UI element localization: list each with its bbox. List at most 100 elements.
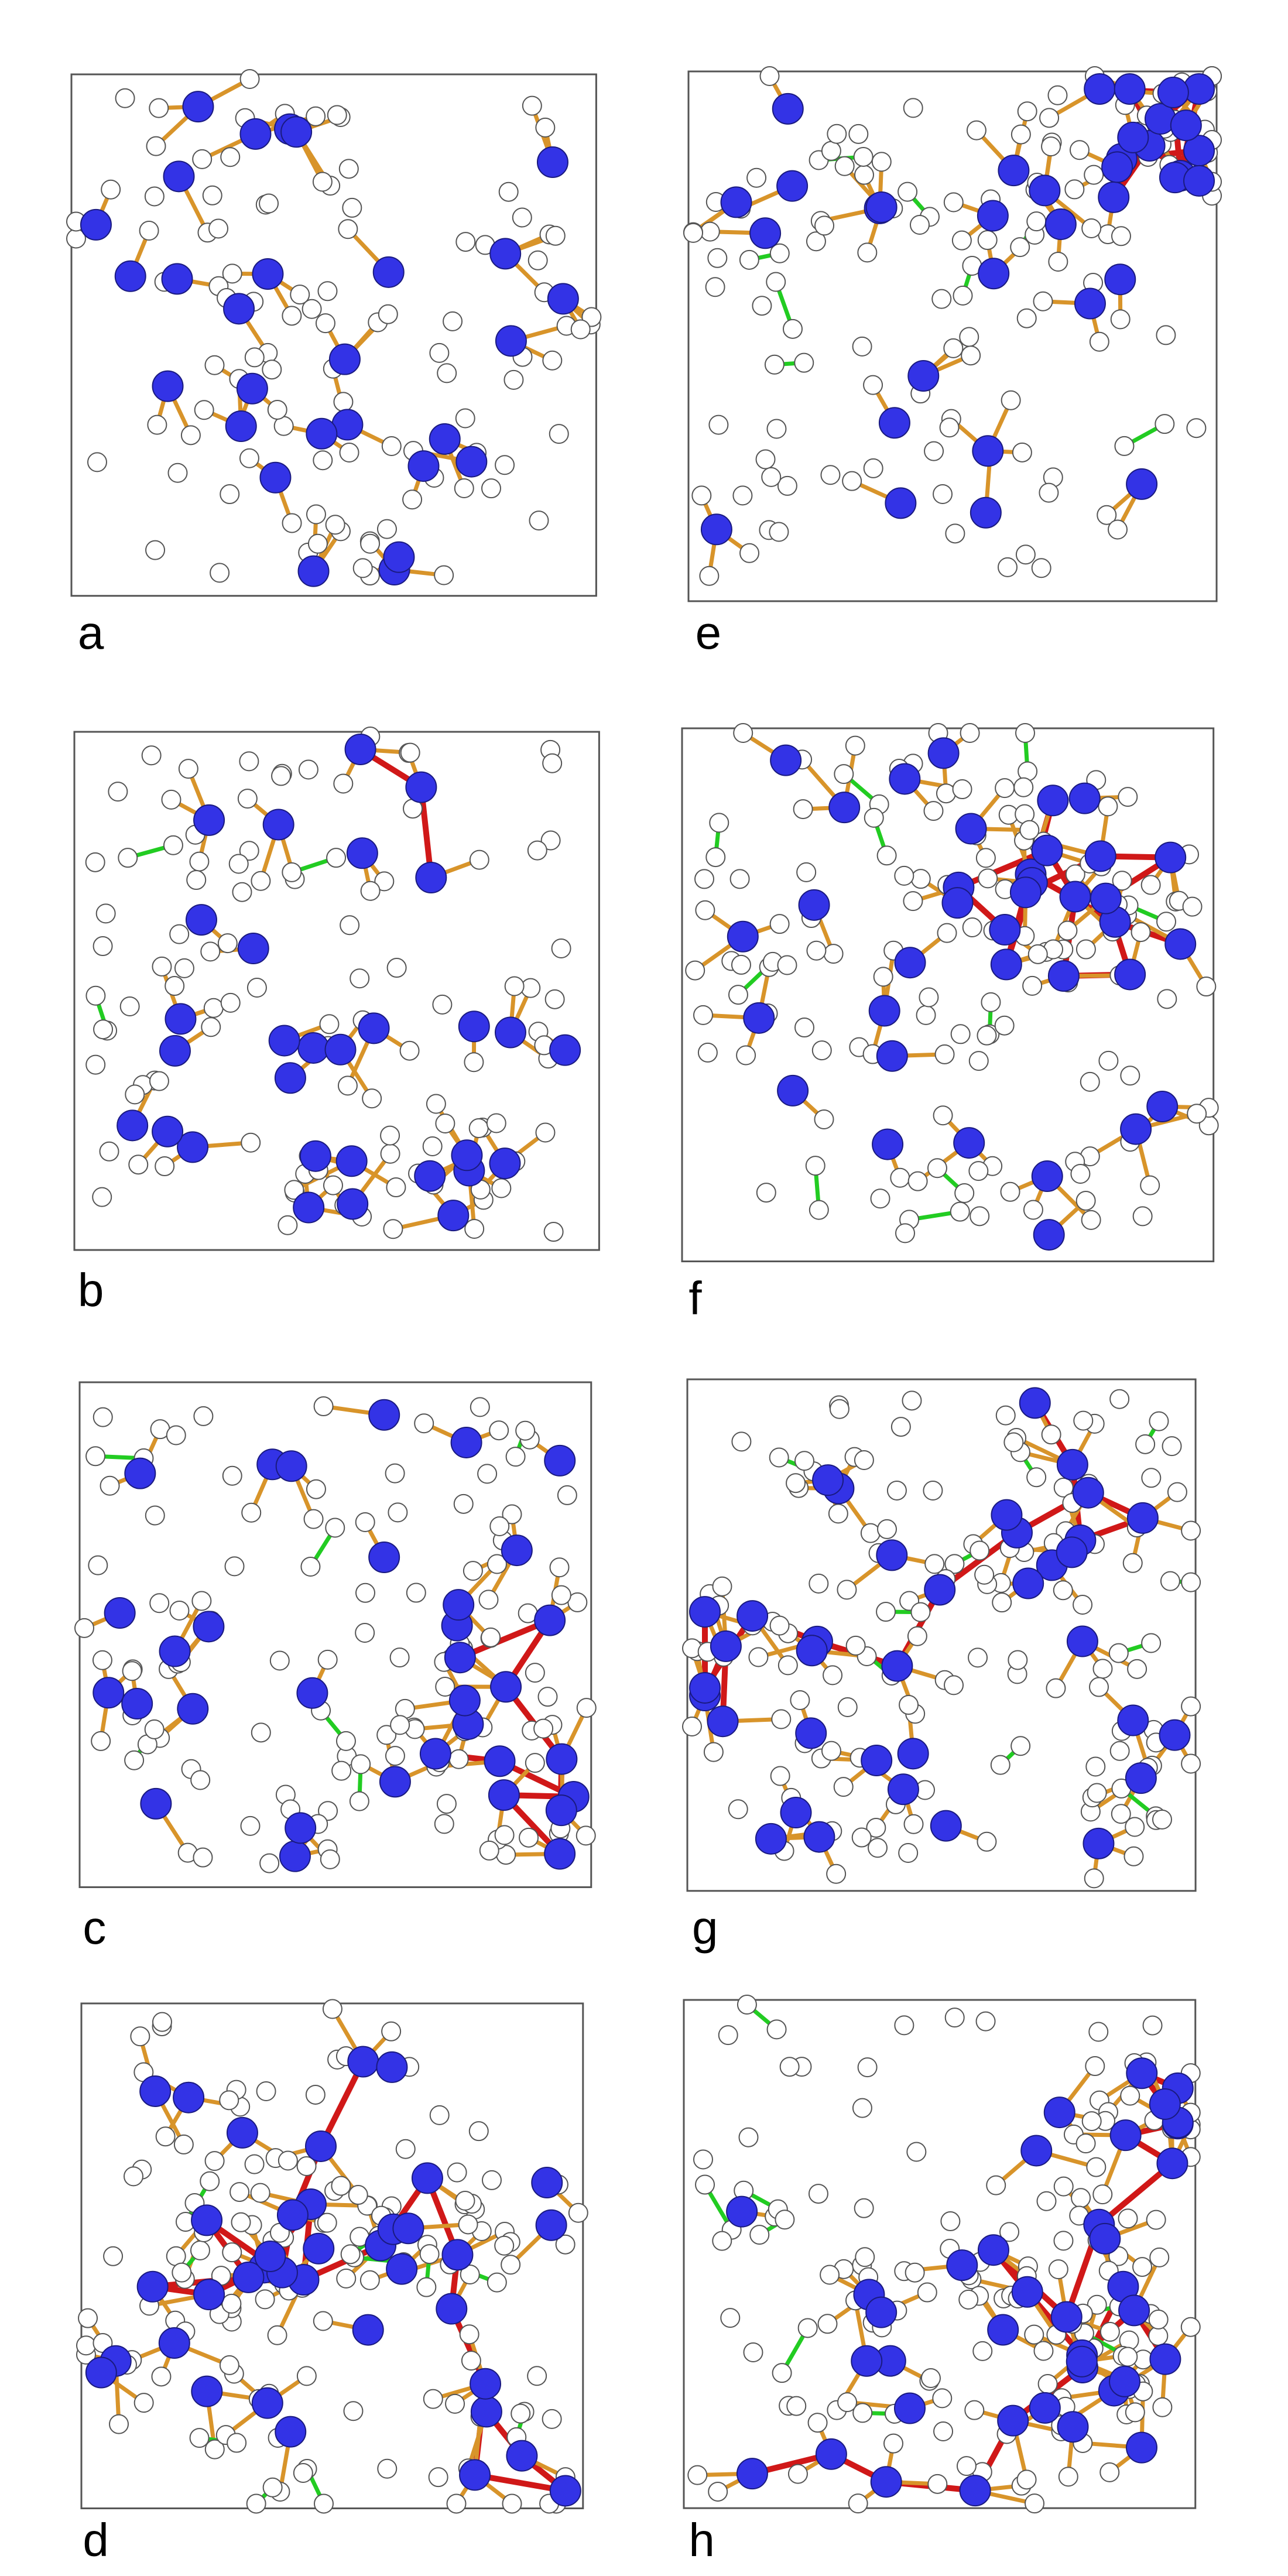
light-atom: [244, 347, 265, 368]
heavy-atom: [239, 118, 272, 150]
light-atom: [319, 1014, 340, 1034]
light-atom: [1156, 325, 1176, 345]
panel-c: [56, 1359, 615, 1910]
light-atom: [1088, 2022, 1109, 2042]
red-bond: [457, 1617, 553, 1661]
light-atom: [129, 2026, 150, 2046]
heavy-atom: [262, 809, 294, 841]
light-atom: [1084, 165, 1104, 185]
light-atom: [814, 215, 835, 236]
heavy-atom: [344, 733, 376, 765]
light-atom: [1033, 291, 1053, 311]
light-atom: [406, 1582, 426, 1603]
light-atom: [1090, 331, 1110, 352]
light-atom: [141, 745, 162, 766]
light-atom: [825, 1864, 846, 1884]
light-atom: [749, 2225, 770, 2245]
light-atom: [166, 1425, 186, 1445]
heavy-atom: [1047, 960, 1080, 992]
heavy-atom: [815, 2438, 847, 2470]
light-atom: [470, 849, 490, 870]
light-atom: [470, 1397, 490, 1417]
heavy-atom: [887, 1773, 919, 1805]
light-atom: [123, 2166, 143, 2186]
heavy-atom: [1155, 841, 1187, 873]
light-atom: [1016, 2469, 1037, 2490]
heavy-atom: [955, 813, 987, 845]
light-atom: [218, 2089, 239, 2110]
heavy-atom: [392, 2212, 424, 2244]
light-atom: [432, 994, 453, 1015]
heavy-atom: [302, 2232, 334, 2265]
light-atom: [739, 249, 760, 270]
light-atom: [1140, 1632, 1161, 1653]
light-atom: [413, 1413, 434, 1434]
light-atom: [770, 1765, 790, 1786]
light-atom: [950, 1201, 970, 1222]
heavy-atom: [545, 1794, 577, 1827]
light-atom: [489, 1516, 509, 1537]
light-atom: [1053, 1477, 1074, 1498]
heavy-atom: [275, 1450, 307, 1482]
light-atom: [1112, 871, 1132, 891]
heavy-atom: [923, 1574, 955, 1606]
heavy-atom: [1104, 263, 1136, 295]
snapshot-f: [681, 723, 1219, 1263]
light-atom: [385, 1746, 405, 1766]
light-atom: [478, 1590, 499, 1610]
light-atom: [699, 566, 720, 586]
light-atom: [219, 2355, 239, 2375]
heavy-atom: [414, 1160, 446, 1192]
light-atom: [814, 1109, 834, 1130]
heavy-atom: [1029, 2392, 1061, 2424]
light-atom: [1039, 482, 1059, 503]
light-atom: [317, 1650, 338, 1670]
light-atom: [145, 1505, 165, 1526]
light-atom: [743, 2342, 763, 2362]
light-atom: [226, 2433, 246, 2453]
heavy-atom: [736, 2458, 768, 2490]
heavy-atom: [860, 1744, 892, 1776]
light-atom: [241, 1132, 261, 1153]
light-atom: [1118, 787, 1138, 807]
light-atom: [518, 1827, 539, 1848]
light-atom: [886, 1480, 907, 1501]
heavy-atom: [165, 1003, 197, 1035]
light-atom: [787, 2464, 808, 2484]
panel-label-g: g: [692, 1901, 718, 1954]
heavy-atom: [140, 1788, 172, 1820]
light-atom: [898, 1842, 918, 1863]
light-atom: [389, 1715, 410, 1735]
light-atom: [809, 1200, 829, 1220]
light-atom: [190, 2240, 210, 2260]
light-atom: [189, 2427, 210, 2448]
light-atom: [895, 1223, 916, 1244]
heavy-atom: [1020, 2135, 1053, 2167]
light-atom: [1092, 1658, 1112, 1678]
light-atom: [794, 1018, 815, 1038]
light-atom: [535, 118, 555, 138]
heavy-atom: [865, 2296, 898, 2328]
light-atom: [805, 1156, 825, 1176]
light-atom: [313, 2493, 334, 2514]
light-atom: [376, 519, 397, 539]
light-atom: [522, 95, 542, 116]
light-atom: [487, 2272, 507, 2293]
light-atom: [835, 156, 855, 176]
light-atom: [576, 1825, 596, 1846]
light-atom: [494, 2235, 514, 2256]
light-atom: [1180, 1572, 1201, 1592]
light-atom: [1180, 1520, 1201, 1541]
light-atom: [502, 2493, 522, 2514]
light-atom: [834, 764, 854, 785]
heavy-atom: [489, 238, 521, 270]
light-atom: [1072, 1594, 1092, 1615]
light-atom: [278, 2150, 298, 2171]
heavy-atom: [770, 744, 802, 776]
light-atom: [1098, 1051, 1119, 1071]
light-atom: [1080, 1072, 1100, 1092]
heavy-atom: [1045, 208, 1077, 240]
light-atom: [544, 989, 565, 1009]
light-atom: [865, 1817, 886, 1838]
heavy-atom: [415, 861, 447, 893]
